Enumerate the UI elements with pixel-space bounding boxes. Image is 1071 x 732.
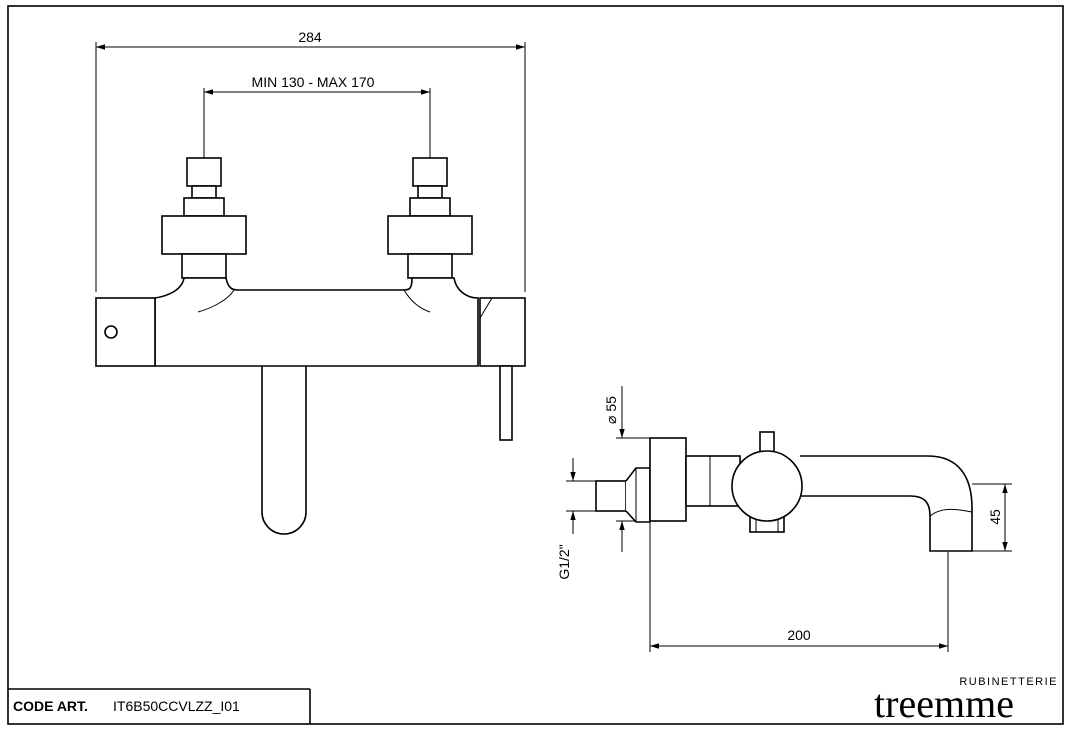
brand-name: treemme xyxy=(874,681,1014,726)
drawing-frame xyxy=(7,5,1064,725)
lever-base-detail xyxy=(479,297,519,319)
front-spout xyxy=(261,366,307,535)
left-inlet-collar xyxy=(183,197,225,217)
right-fillet-curve xyxy=(403,289,431,313)
code-value: IT6B50CCVLZZ_I01 xyxy=(113,698,240,714)
dimension-thread: G1/2" xyxy=(556,544,572,579)
mixer-body xyxy=(154,277,479,367)
front-view: 284 MIN 130 - MAX 170 xyxy=(95,29,526,535)
dimension-spout-height: 45 xyxy=(987,509,1003,525)
right-end-cap xyxy=(479,297,526,367)
left-inlet-neck xyxy=(191,185,217,199)
side-flange xyxy=(649,437,687,522)
left-inlet-eccentric xyxy=(181,253,227,279)
control-lever xyxy=(499,365,513,441)
side-eccentric xyxy=(625,467,651,523)
spout-bend-line xyxy=(929,508,973,517)
title-block: CODE ART. IT6B50CCVLZZ_I01 xyxy=(8,688,311,724)
right-inlet-neck xyxy=(417,185,443,199)
side-body-tube xyxy=(685,455,741,507)
code-label: CODE ART. xyxy=(13,698,88,714)
dimension-spout-projection: 200 xyxy=(787,627,811,643)
brand-subtitle: RUBINETTERIE xyxy=(959,676,1058,688)
right-inlet-eccentric xyxy=(407,253,453,279)
dimension-overall-width: 284 xyxy=(298,29,322,45)
right-inlet-flange xyxy=(387,215,473,255)
left-inlet-flange xyxy=(161,215,247,255)
side-view: ⌀ 55 G1/2" 45 200 xyxy=(556,386,1012,652)
dimension-inlet-spacing: MIN 130 - MAX 170 xyxy=(252,74,375,90)
dimension-body-diameter: ⌀ 55 xyxy=(603,396,619,424)
side-spout xyxy=(800,455,973,552)
left-end-cap xyxy=(95,297,156,367)
right-inlet-collar xyxy=(409,197,451,217)
left-fillet-curve xyxy=(197,289,235,313)
diverter-hole xyxy=(104,325,118,339)
brand-logo: RUBINETTERIE treemme xyxy=(874,676,1058,726)
side-inlet-fitting xyxy=(595,480,627,512)
side-round-body xyxy=(731,450,803,522)
right-inlet-nut xyxy=(412,157,448,187)
left-inlet-nut xyxy=(186,157,222,187)
